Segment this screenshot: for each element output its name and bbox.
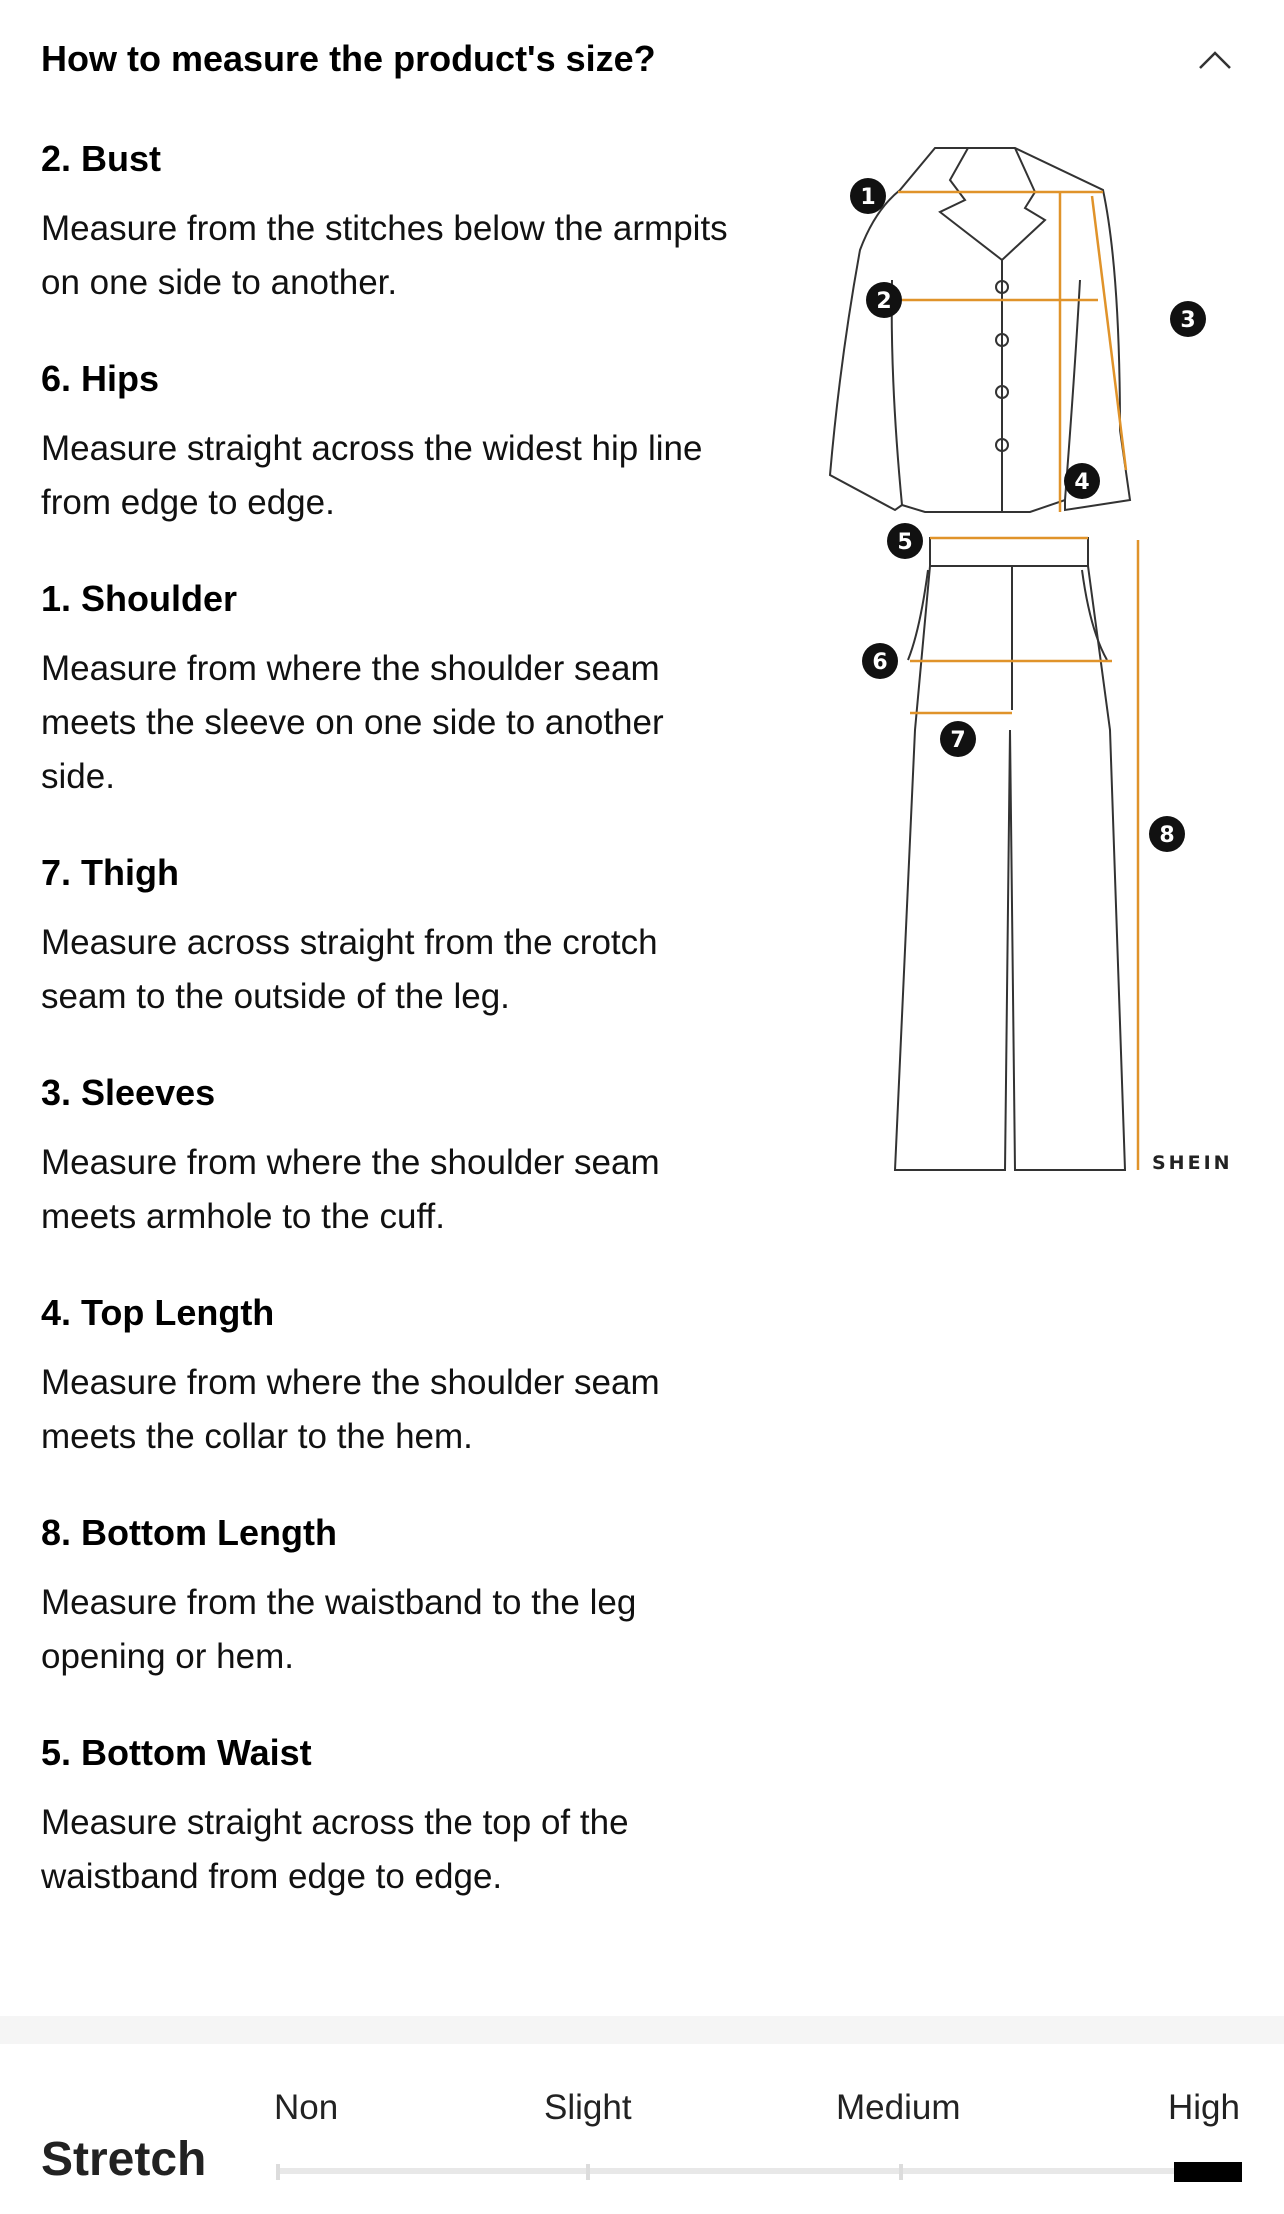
measurement-list: 2. Bust Measure from the stitches below … <box>41 130 741 1944</box>
stretch-tick <box>899 2164 903 2180</box>
marker-label: 3 <box>1180 308 1195 333</box>
section-title: 1. Shoulder <box>41 578 238 619</box>
section-description: Measure from the stitches below the armp… <box>41 209 728 302</box>
marker-label: 4 <box>1074 470 1089 495</box>
marker-label: 8 <box>1159 823 1174 848</box>
marker-label: 7 <box>950 728 965 753</box>
stretch-tick <box>276 2164 280 2180</box>
marker-label: 1 <box>860 185 875 210</box>
section-hips: 6. Hips Measure straight across the wide… <box>41 350 741 530</box>
stretch-label: Stretch <box>41 2133 207 2186</box>
stretch-level-non: Non <box>274 2088 339 2127</box>
section-title: 4. Top Length <box>41 1292 275 1333</box>
stretch-tick <box>586 2164 590 2180</box>
measure-markers: 1 2 3 4 5 6 7 8 <box>850 178 1206 852</box>
section-title: 2. Bust <box>41 138 162 179</box>
size-guide-header[interactable]: How to measure the product's size? <box>0 0 1284 124</box>
section-top-length: 4. Top Length Measure from where the sho… <box>41 1284 741 1464</box>
button-dot <box>995 385 1009 399</box>
section-description: Measure from where the shoulder seam mee… <box>41 1143 660 1236</box>
section-title: 5. Bottom Waist <box>41 1732 312 1773</box>
marker-label: 5 <box>897 530 912 555</box>
section-divider <box>0 2016 1284 2044</box>
section-title: 6. Hips <box>41 358 160 399</box>
stretch-level-high: High <box>1168 2088 1240 2127</box>
header-title: How to measure the product's size? <box>41 38 656 79</box>
button-dot <box>995 333 1009 347</box>
section-title: 7. Thigh <box>41 852 179 893</box>
stretch-level-medium: Medium <box>836 2088 961 2127</box>
collapse-button[interactable] <box>1180 30 1250 90</box>
section-sleeves: 3. Sleeves Measure from where the should… <box>41 1064 741 1244</box>
section-bottom-waist: 5. Bottom Waist Measure straight across … <box>41 1724 741 1904</box>
section-description: Measure from the waistband to the leg op… <box>41 1583 637 1676</box>
pants-outline <box>929 537 1089 567</box>
section-description: Measure from where the shoulder seam mee… <box>41 649 664 796</box>
pajama-set-diagram: 1 2 3 4 5 6 7 8 SHEIN <box>828 147 1233 1174</box>
measurement-illustration: 1 2 3 4 5 6 7 8 SHEIN <box>820 130 1240 1200</box>
brand-watermark: SHEIN <box>1152 1152 1233 1174</box>
section-description: Measure straight across the widest hip l… <box>41 429 703 522</box>
section-description: Measure from where the shoulder seam mee… <box>41 1363 660 1456</box>
section-title: 3. Sleeves <box>41 1072 216 1113</box>
button-dot <box>995 438 1009 452</box>
chevron-up-icon <box>1199 51 1231 69</box>
marker-label: 6 <box>872 650 887 675</box>
section-bottom-length: 8. Bottom Length Measure from the waistb… <box>41 1504 741 1684</box>
section-description: Measure across straight from the crotch … <box>41 923 658 1016</box>
stretch-selected-marker <box>1174 2162 1242 2182</box>
button-dot <box>995 280 1009 294</box>
measure-lines <box>898 190 1140 1170</box>
shirt-outline <box>828 147 1132 513</box>
shirt-collar <box>938 147 1047 262</box>
stretch-indicator: Stretch Non Slight Medium High <box>0 2044 1284 2214</box>
section-thigh: 7. Thigh Measure across straight from th… <box>41 844 741 1024</box>
sleeve-line <box>1090 195 1128 471</box>
section-shoulder: 1. Shoulder Measure from where the shoul… <box>41 570 741 804</box>
stretch-track <box>276 2168 1242 2174</box>
section-description: Measure straight across the top of the w… <box>41 1803 629 1896</box>
section-bust: 2. Bust Measure from the stitches below … <box>41 130 741 310</box>
marker-label: 2 <box>876 289 891 314</box>
stretch-level-slight: Slight <box>544 2088 632 2127</box>
section-title: 8. Bottom Length <box>41 1512 337 1553</box>
